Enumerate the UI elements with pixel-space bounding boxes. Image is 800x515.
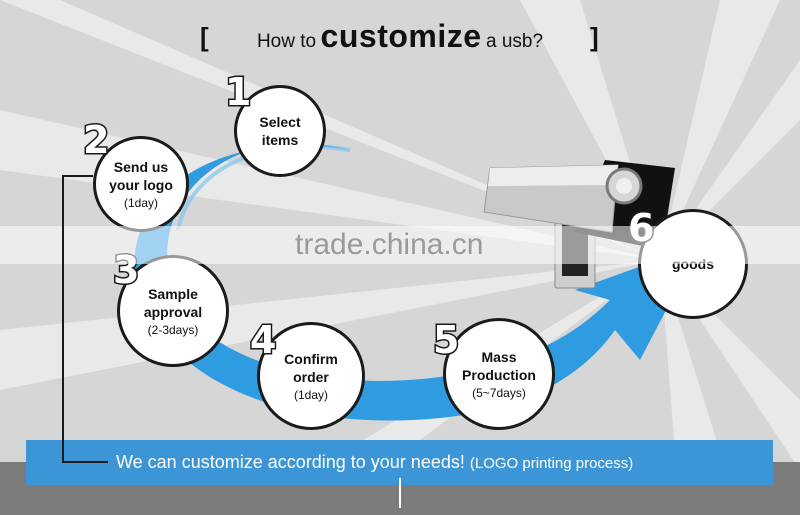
step-4-circle: Confirm order (1day) xyxy=(257,322,365,430)
step-1-number: 1 xyxy=(223,69,253,116)
step-5-number: 5 xyxy=(431,317,461,364)
step-2-duration: (1day) xyxy=(123,195,158,210)
title-open-bracket: [ xyxy=(200,22,209,52)
step-3-duration: (2-3days) xyxy=(147,322,199,337)
title-emphasis: customize xyxy=(320,18,482,54)
step-5-label: Mass Production xyxy=(462,348,536,383)
step-1-label: Select items xyxy=(259,114,301,148)
watermark-band: trade.china.cn xyxy=(0,226,800,264)
banner-text-wrap: We can customize according to your needs… xyxy=(116,452,633,473)
watermark-text: trade.china.cn xyxy=(295,228,484,261)
info-banner: We can customize according to your needs… xyxy=(26,440,773,485)
page-title: [ How to customize a usb? ] xyxy=(0,18,800,55)
step-1-circle: Select items xyxy=(234,85,326,177)
step-5-circle: Mass Production (5~7days) xyxy=(443,318,555,430)
step-2-number: 2 xyxy=(81,117,111,164)
banner-subtext: (LOGO printing process) xyxy=(469,455,634,472)
title-close-bracket: ] xyxy=(590,22,599,52)
step-5-duration: (5~7days) xyxy=(472,385,526,400)
title-suffix: a usb? xyxy=(485,31,544,52)
step-3-circle: Sample approval (2-3days) xyxy=(117,255,229,367)
step-2-label: Send us your logo xyxy=(109,158,173,193)
step-4-duration: (1day) xyxy=(293,387,328,402)
step-4-number: 4 xyxy=(248,317,278,364)
step-3-label: Sample approval xyxy=(143,285,203,320)
step-4-label: Confirm order xyxy=(284,350,338,385)
title-prefix: How to xyxy=(256,31,317,52)
banner-text: We can customize according to your needs… xyxy=(116,452,465,472)
